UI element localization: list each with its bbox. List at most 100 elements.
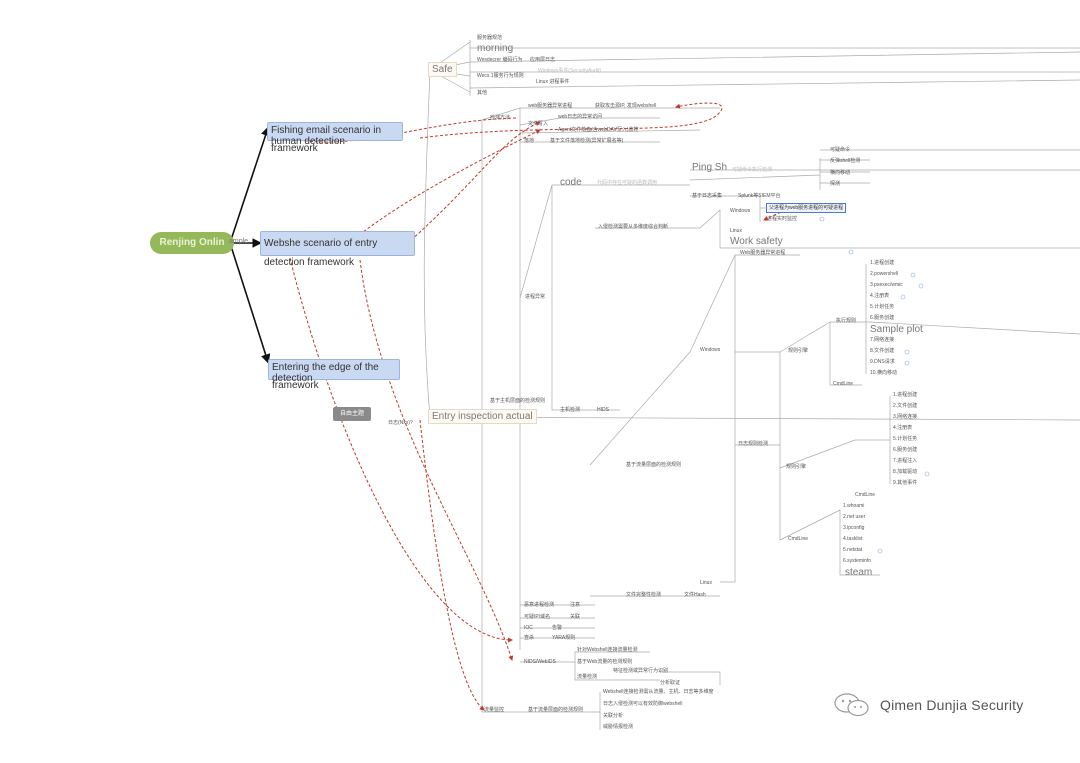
safe-item-1: 服务器规范 [477,35,503,41]
safe-item-2: morning [477,43,514,54]
windows-node-top: Windows [730,208,751,214]
safe-item-8: 其他 [477,90,488,96]
detect-node: 检测方法 [490,115,511,121]
right-list-head: 日志规则检测 [738,441,769,447]
safe-item-7: Linux 进程事件 [536,79,570,85]
lower-line-2: 文件Hash [684,592,706,598]
code-node[interactable]: code [560,177,582,188]
branch-edge-line1: Entering the edge of the detection [272,362,379,384]
right-item-1: 1.进程创建 [893,392,918,398]
nids-item-3: 流量检测 [577,674,598,680]
ping-desc: 可疑命令执行检测 [732,167,773,173]
safe-item-5: Windows事件(SecurityAudit) [538,68,602,74]
branch-edge-line2: framework [272,380,319,391]
sample-item-4: 4.注册表 [870,293,890,299]
sample-win: Windows [700,347,721,353]
sample-item-8: 8.文件创建 [870,348,895,354]
low-item-1: 恶意进程检测 [524,602,555,608]
low-item-2: 注意 [570,602,581,608]
tag-tail-text: 日志(Nxx)? [388,420,413,426]
safe-item-6: Wecs.1服务行为规则 [477,73,524,79]
upper-7: 基于文件落地检测(异常扩展名等) [550,138,624,144]
entry-node: 入侵检测需要从多维度综合判断 [598,224,669,230]
free-topic-tag[interactable]: 自由主题 [333,407,371,421]
branch-edge[interactable]: Entering the edge of the detection frame… [268,359,400,391]
steam-big[interactable]: steam [845,567,873,578]
upper-3: web日志的异常访问 [558,114,603,120]
nids-item-4: 特征检测或异常行为识别 [613,668,669,674]
lower-line-1: 文件完整性检测 [626,592,662,598]
low-item-3: 可疑IP/域名 [524,614,551,620]
root-label: Renjing Onlin [159,237,225,248]
steam-item-3: 3.ipconfig [843,525,865,531]
steam-sub: CmdLine [788,536,809,542]
watermark-text: Qimen Dunjia Security [880,697,1024,713]
linux-node-top: Linux [730,228,742,234]
steam-item-1: 1.whoami [843,503,865,509]
lower-rules: 基于流量层面的检测规则 [626,462,682,468]
upper-1: web服务器异常进程 [528,103,573,109]
ping-node[interactable]: Ping Sh [692,162,728,173]
branch-phishing[interactable]: Fishing email scenario in human detectio… [267,122,403,154]
nids-item-2: 基于Web流量的检测规则 [577,659,633,665]
sample-item-3: 3.psexec/wmic [870,282,903,288]
watermark: Qimen Dunjia Security [832,692,1023,718]
low-item-4: 关联 [570,614,581,620]
nids-bl-4: 威胁情报检测 [603,724,634,730]
sample-item-1: 1.进程创建 [870,260,895,266]
sample-list-head: 执行规则 [836,318,857,324]
lower-linux: Linux [700,580,712,586]
sub-node: 进程实时监控 [767,216,798,222]
right-item-3: 3.网络连接 [893,414,918,420]
steam-head: CmdLine [855,492,876,498]
branch-phishing-line2: framework [271,143,318,154]
nids-bl-2: 日志入侵检测可以有效防御webshell [603,701,683,707]
sample-item-7: 7.网络连接 [870,337,895,343]
rules-node: 基于主机层面的检测规则 [490,398,546,404]
branch-webshell[interactable]: Webshe scenario of entry detection frame… [260,231,415,268]
wechat-icon [834,693,869,717]
steam-item-4: 4.tasklist [843,536,863,542]
safe-item-3: Wesdecrer 编码行为 [477,57,523,63]
sample-grp2: CmdLine [833,381,854,387]
ping-r2: 反弹shell检测 [830,158,861,164]
low-item-5: IOC [524,625,533,631]
sample-item-5: 5.计划任务 [870,304,895,310]
sample-plot-node[interactable]: Sample plot [870,324,923,335]
safe-item-4: 应用层日志 [530,57,556,63]
low-item-8: YARA规则 [552,635,576,641]
ping-r1: 可疑命令 [830,147,851,153]
upper-2: 获取攻击源IP, 发现webshell [595,103,657,109]
nids-bottom: 流量监控 [484,707,505,713]
right-item-8: 8.加载驱动 [893,469,918,475]
nids-item-1: 针对Webshell连接流量检测 [577,647,638,653]
steam-item-2: 2.net user [843,514,866,520]
right-item-2: 2.文件创建 [893,403,918,409]
upper-4: 文件写入 [528,121,549,127]
right-item-4: 4.注册表 [893,425,913,431]
entry-inspection-node[interactable]: Entry inspection actual [428,409,537,424]
highlight-node[interactable]: 父进程为web服务进程的可疑进程 [766,203,847,213]
splunk-node: 基于日志采集 [692,193,723,199]
right-item-9: 9.其他事件 [893,480,918,486]
safe-node[interactable]: Safe [428,62,457,77]
work-safety-node[interactable]: Work safety [730,236,783,247]
sample-item-6: 6.服务创建 [870,315,895,321]
steam-item-5: 5.netstat [843,547,863,553]
nids-bl-1: Webshell连接检测需从流量、主机、日志等多维度 [603,689,714,695]
ping-r4: 探测 [830,181,841,187]
sample-rule: 规则引擎 [788,348,809,354]
root-node[interactable]: Renjing Onlin [150,232,234,254]
right-item-5: 5.计划任务 [893,436,918,442]
proc-node: 进程异常 [525,294,546,300]
nids-bl-3: 关联分析 [603,713,624,719]
upper-5: Agent文件落盘(含webDAV写入)监控 [558,127,639,133]
upper-6: 落地 [524,138,535,144]
branch-phishing-line1: Fishing email scenario in human detectio… [271,125,382,147]
sample-item-10: 10.横向移动 [870,370,897,376]
nids-head: NIDS/WebIDS [524,659,556,665]
ping-r3: 横向移动 [830,170,851,176]
low-item-6: 告警 [552,625,563,631]
